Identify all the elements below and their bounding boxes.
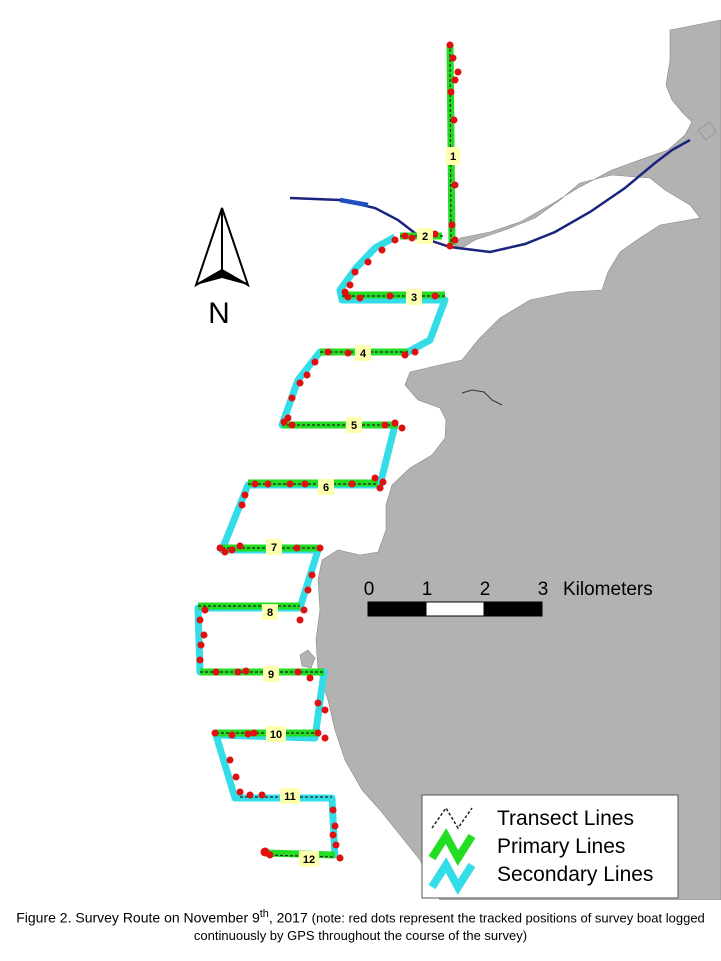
svg-text:10: 10 bbox=[270, 729, 282, 741]
caption-year: , 2017 bbox=[268, 909, 312, 926]
legend-secondary: Secondary Lines bbox=[497, 863, 653, 886]
transect-label-7: 7 bbox=[266, 539, 282, 555]
scale-tick-3: 3 bbox=[538, 579, 549, 600]
svg-text:3: 3 bbox=[411, 292, 417, 304]
land-mass bbox=[315, 19, 721, 900]
svg-text:5: 5 bbox=[351, 420, 357, 432]
legend: Transect Lines Primary Lines Secondary L… bbox=[421, 794, 679, 899]
svg-text:7: 7 bbox=[271, 542, 277, 554]
transect-label-4: 4 bbox=[355, 345, 371, 361]
legend-secondary-icon bbox=[428, 857, 476, 895]
island bbox=[299, 649, 316, 669]
caption-note: (note: red dots represent the tracked po… bbox=[193, 910, 705, 944]
legend-primary: Primary Lines bbox=[497, 835, 625, 858]
figure-caption: Figure 2. Survey Route on November 9th, … bbox=[0, 905, 721, 945]
caption-lead: Figure 2. Survey Route on November 9 bbox=[16, 909, 260, 926]
svg-text:4: 4 bbox=[360, 348, 367, 360]
transect-label-1: 1 bbox=[446, 147, 460, 165]
svg-text:12: 12 bbox=[303, 854, 315, 866]
transect-label-6: 6 bbox=[318, 479, 334, 495]
transect-label-11: 11 bbox=[280, 788, 300, 804]
north-label: N bbox=[208, 297, 230, 330]
navigation-channel bbox=[289, 138, 691, 254]
map-canvas: 1 2 3 4 5 6 7 8 9 10 11 12 N 0 1 2 3 Kil… bbox=[194, 19, 721, 900]
inland-river bbox=[461, 389, 503, 406]
scale-bar: 0 1 2 3 Kilometers bbox=[364, 579, 653, 617]
transect-label-5: 5 bbox=[346, 417, 362, 433]
legend-primary-icon bbox=[428, 828, 476, 866]
scale-tick-1: 1 bbox=[422, 579, 433, 600]
transect-label-3: 3 bbox=[406, 289, 422, 305]
north-arrow: N bbox=[194, 207, 250, 330]
island-north bbox=[697, 121, 717, 141]
scale-tick-2: 2 bbox=[480, 579, 491, 600]
svg-text:9: 9 bbox=[268, 669, 274, 681]
svg-text:6: 6 bbox=[323, 482, 329, 494]
transect-label-9: 9 bbox=[263, 666, 279, 682]
svg-text:8: 8 bbox=[267, 607, 273, 619]
svg-text:2: 2 bbox=[422, 231, 428, 243]
transect-label-10: 10 bbox=[266, 726, 286, 742]
transect-label-2: 2 bbox=[417, 228, 433, 244]
channel-wide-segment bbox=[339, 197, 369, 208]
transect-label-8: 8 bbox=[262, 604, 278, 620]
legend-transect-icon bbox=[431, 806, 473, 830]
svg-text:1: 1 bbox=[450, 151, 456, 163]
scale-tick-0: 0 bbox=[364, 579, 375, 600]
legend-transect: Transect Lines bbox=[497, 807, 634, 830]
transect-label-12: 12 bbox=[299, 851, 319, 867]
survey-map: 1 2 3 4 5 6 7 8 9 10 11 12 N 0 1 2 3 Kil… bbox=[194, 19, 721, 900]
caption-sup: th bbox=[259, 908, 269, 920]
svg-text:11: 11 bbox=[284, 791, 296, 803]
gps-dots bbox=[196, 41, 462, 862]
scale-unit: Kilometers bbox=[563, 579, 653, 600]
